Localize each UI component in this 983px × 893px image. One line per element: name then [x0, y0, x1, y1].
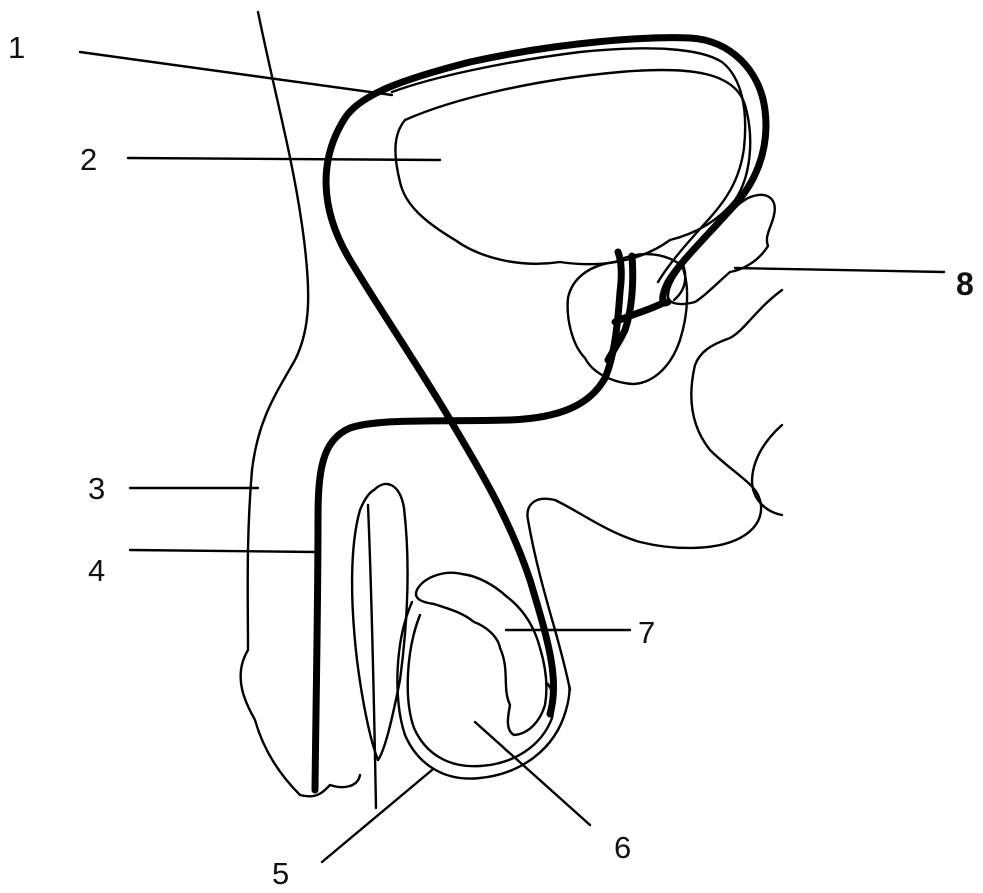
- vas-deferens: [326, 38, 766, 714]
- leader-8: [735, 268, 944, 272]
- label-4: 4: [88, 553, 105, 588]
- leader-2: [128, 158, 440, 160]
- label-8: 8: [956, 266, 974, 302]
- leader-4: [130, 550, 316, 552]
- label-6: 6: [614, 830, 631, 865]
- label-7: 7: [638, 615, 655, 650]
- label-3: 3: [88, 471, 105, 506]
- epididymis: [416, 573, 546, 735]
- corpus-line: [368, 505, 376, 808]
- bladder: [395, 70, 750, 264]
- leader-6: [475, 722, 590, 825]
- testis: [408, 615, 554, 766]
- label-1: 1: [8, 30, 25, 65]
- label-5: 5: [272, 856, 289, 888]
- leader-1: [80, 52, 392, 95]
- corpus-spongiosum: [352, 484, 407, 760]
- anal-canal: [752, 425, 782, 515]
- leader-5: [322, 770, 432, 862]
- label-2: 2: [80, 142, 97, 177]
- urethra: [315, 252, 621, 790]
